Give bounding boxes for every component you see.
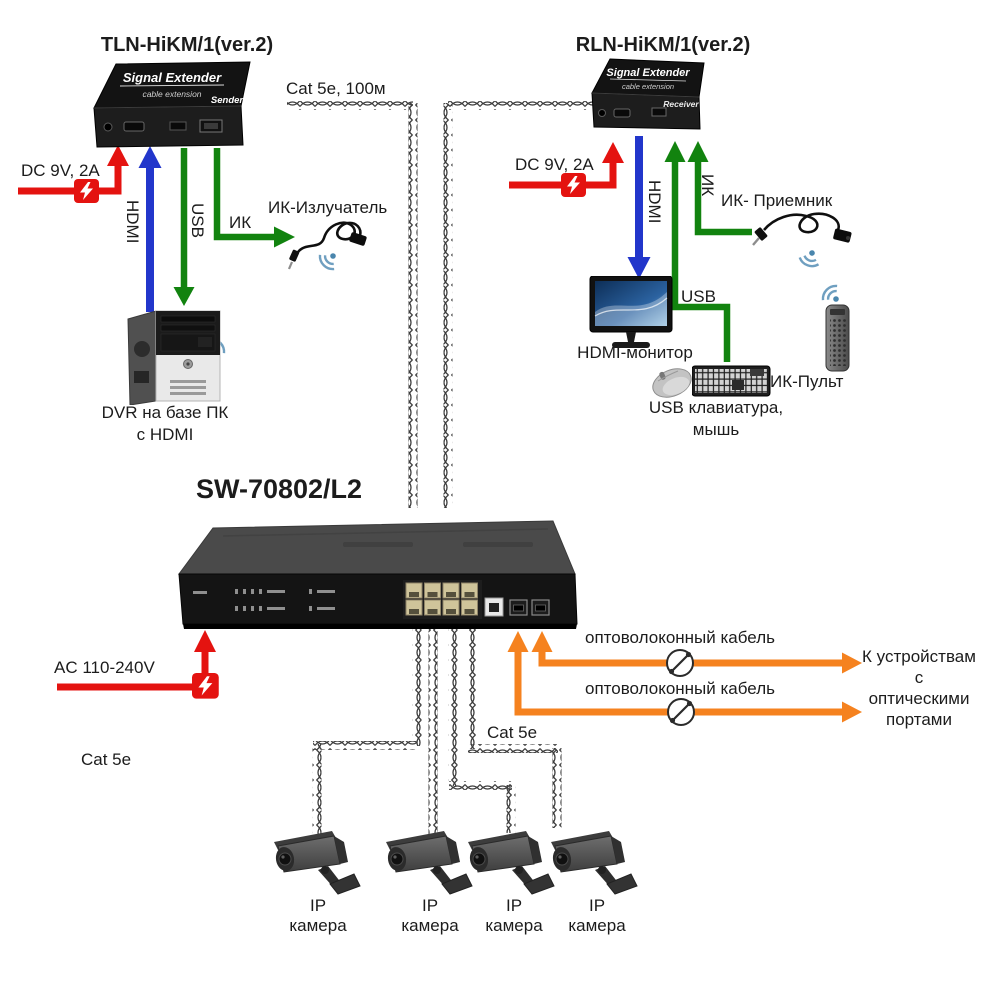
device-brand: Signal Extender — [123, 70, 222, 85]
fiber-destination-line4: портами — [886, 710, 952, 729]
fiber-coupler-icon — [667, 698, 695, 726]
device-subtitle: cable extension — [142, 89, 201, 99]
switch-title: SW-70802/L2 — [196, 474, 363, 504]
power-jack — [598, 109, 606, 117]
camera-label-line1: IP — [421, 896, 439, 915]
fiber-destination-line1: К устройствам — [862, 647, 976, 666]
dc-power-label-left: DC 9V, 2A — [21, 161, 100, 180]
ip-camera-image — [385, 830, 473, 895]
rj45-port — [169, 121, 187, 131]
camera-label: IP камера — [469, 896, 559, 936]
camera-label-line1: IP — [309, 896, 327, 915]
ir-label-left: ИК — [229, 213, 252, 232]
power-jack — [103, 122, 113, 132]
ac-power-label: AC 110-240V — [54, 658, 155, 677]
ir-emitter-label: ИК-Излучатель — [268, 198, 388, 217]
ip-camera-image — [273, 830, 361, 895]
rln-title: RLN-HiKM/1(ver.2) — [575, 34, 751, 56]
keyboard-label-line2: мышь — [692, 420, 740, 439]
ir-emitter-image — [288, 221, 367, 270]
power-arrow-switch — [57, 630, 219, 699]
ir-arrow-right — [687, 141, 752, 236]
ir-label-right: ИК — [698, 174, 717, 197]
usb-label-right: USB — [681, 287, 716, 306]
fiber-destination-label: К устройствам с оптическими портами — [852, 646, 986, 730]
cat5e-cable-top-left — [287, 101, 418, 508]
rj45-port-block — [403, 580, 482, 619]
cat5e-cable-camera-4 — [467, 628, 562, 828]
power-arrow-tln — [18, 145, 129, 203]
hdmi-monitor-image — [589, 276, 673, 348]
hdmi-port — [613, 108, 631, 118]
rln-extender-device: Signal Extender cable extension Receiver — [591, 58, 705, 130]
network-switch-image — [178, 520, 578, 629]
switch-front-leds — [193, 589, 335, 611]
keyboard-image — [692, 365, 771, 397]
camera-label: IP камера — [385, 896, 475, 936]
dvr-pc-image — [127, 310, 221, 405]
device-role: Receiver — [663, 99, 699, 109]
dvr-pc-label-line1: DVR на базе ПК — [101, 403, 229, 422]
ir-remote-label: ИК-Пульт — [770, 372, 844, 391]
uplink-rj45-port — [484, 597, 504, 617]
camera-label: IP камера — [552, 896, 642, 936]
dvr-pc-label-line2: с HDMI — [136, 425, 194, 444]
usb-port — [651, 107, 667, 117]
ir-arrow-left — [213, 148, 295, 248]
usb-label-left: USB — [188, 203, 207, 238]
fiber-cable-label-2: оптоволоконный кабель — [585, 679, 775, 698]
hdmi-port — [123, 121, 145, 132]
fiber-cable-label-1: оптоволоконный кабель — [585, 628, 775, 647]
fiber-destination-line3: оптическими — [868, 689, 970, 708]
device-brand: Signal Extender — [606, 67, 690, 79]
hdmi-label-left: HDMI — [123, 200, 142, 244]
camera-label-line1: IP — [505, 896, 523, 915]
camera-label: IP камера — [273, 896, 363, 936]
cat5e-mid-label: Cat 5e — [487, 723, 538, 742]
cat5e-cable-camera-1 — [312, 628, 422, 834]
hdmi-label-right: HDMI — [645, 180, 664, 224]
hdmi-arrow-left — [138, 146, 162, 312]
fiber-destination-line2: с — [914, 668, 924, 687]
monitor-label: HDMI-монитор — [577, 343, 693, 362]
keyboard-label-line1: USB клавиатура, — [648, 398, 784, 417]
ir-receiver-image — [752, 212, 852, 246]
cat5e-cable-top-right — [443, 101, 595, 508]
fiber-coupler-icon — [666, 649, 694, 677]
device-role: Sender — [211, 95, 245, 106]
hdmi-arrow-right — [627, 136, 651, 279]
mouse-image — [652, 368, 692, 398]
camera-label-line2: камера — [401, 916, 459, 935]
cat5e-cable-camera-2 — [428, 628, 438, 838]
cat5e-top-label: Cat 5e, 100м — [286, 79, 386, 98]
ir-remote-image — [825, 304, 850, 372]
keyboard-mouse-label: USB клавиатура, мышь — [638, 397, 794, 441]
ip-camera-image — [467, 830, 555, 895]
usb-arrow-right — [664, 141, 731, 362]
fiber-arrow-2 — [507, 631, 862, 723]
dc-power-label-right: DC 9V, 2A — [515, 155, 594, 174]
dvr-pc-label: DVR на базе ПК с HDMI — [85, 402, 245, 446]
ip-camera-image — [550, 830, 638, 895]
power-arrow-rln — [509, 142, 624, 197]
tln-title: TLN-HiKM/1(ver.2) — [100, 34, 274, 56]
camera-label-line2: камера — [568, 916, 626, 935]
cat5e-cable-camera-3 — [448, 628, 516, 833]
usb-arrow-left — [173, 148, 195, 306]
camera-label-line2: камера — [289, 916, 347, 935]
ir-receiver-label: ИК- Приемник — [721, 191, 833, 210]
cat5e-left-label: Cat 5e — [81, 750, 132, 769]
tln-extender-device: Signal Extender cable extension Sender — [93, 61, 251, 148]
camera-label-line2: камера — [485, 916, 543, 935]
fiber-arrow-1 — [531, 631, 862, 674]
camera-label-line1: IP — [588, 896, 606, 915]
sfp-ports — [509, 599, 550, 616]
device-subtitle: cable extension — [622, 82, 674, 91]
